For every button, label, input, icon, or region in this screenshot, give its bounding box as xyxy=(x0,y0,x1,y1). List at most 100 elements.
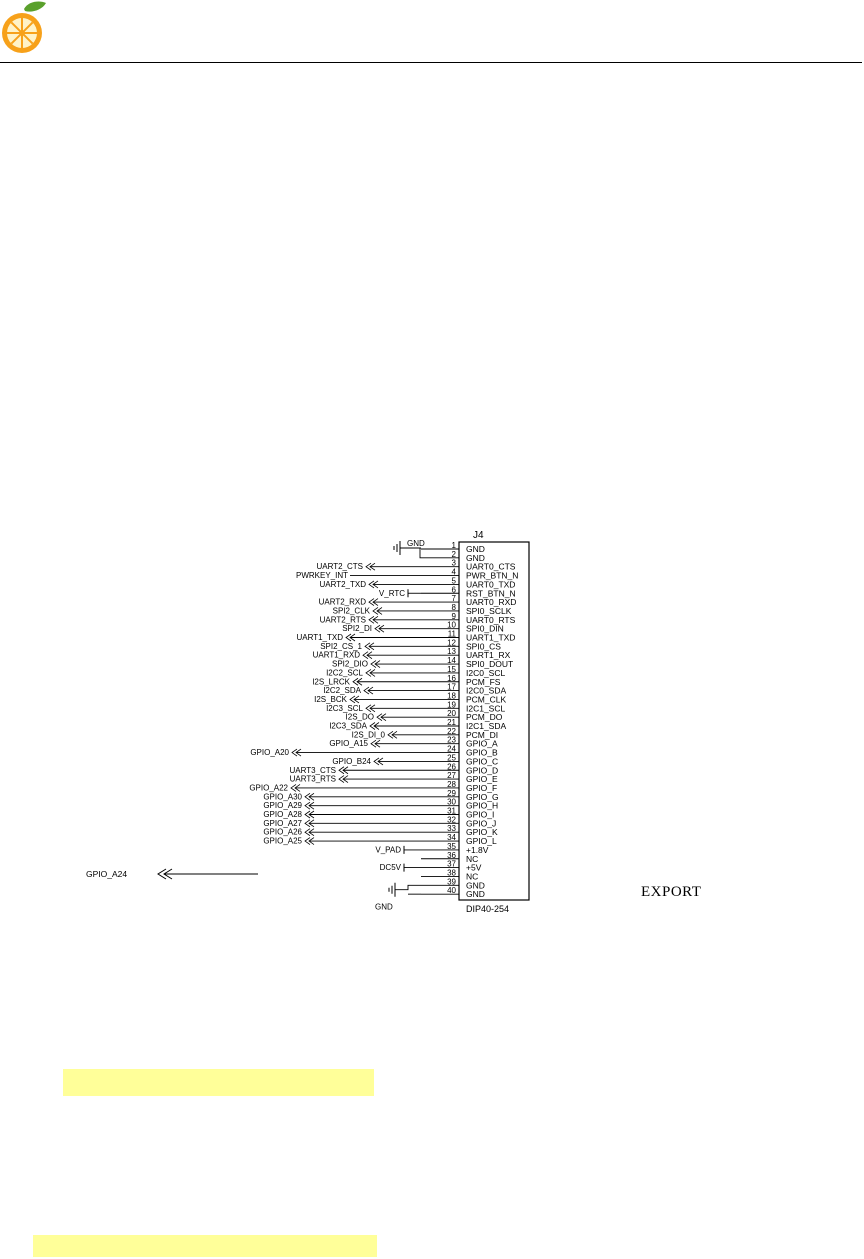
pin-number: 35 xyxy=(447,842,456,851)
pin-number: 22 xyxy=(447,727,456,736)
net-label: I2C2_SDA xyxy=(323,686,361,695)
pin-name: UART1_TXD xyxy=(466,633,515,643)
pin-name: +5V xyxy=(466,863,482,873)
net-label: GPIO_B24 xyxy=(332,757,371,766)
pin-number: 3 xyxy=(452,559,457,568)
pin-row: 23 GPIO_A xyxy=(421,736,498,749)
pin-number: 18 xyxy=(447,691,456,700)
pin-name: SPI0_DOUT xyxy=(466,659,513,669)
highlighted-text-bar xyxy=(63,1069,374,1096)
pin-name: I2C0_SDA xyxy=(466,686,506,696)
pin-row: 26 GPIO_D xyxy=(421,762,498,775)
pin-name: UART0_TXD xyxy=(466,579,515,589)
net-spi2-di: SPI2_DI xyxy=(342,624,421,633)
pin-number: 24 xyxy=(447,745,456,754)
connector-part-number: DIP40-254 xyxy=(466,904,509,914)
net-uart1-txd: UART1_TXD xyxy=(296,633,421,642)
net-gpio-a22: GPIO_A22 xyxy=(249,783,421,792)
net-label: I2S_DI_0 xyxy=(352,730,386,739)
net-label: V_PAD xyxy=(375,845,401,854)
pin-number: 19 xyxy=(447,700,456,709)
pin-name: PCM_DO xyxy=(466,712,503,722)
net-label: GPIO_A15 xyxy=(329,739,368,748)
net-label: I2C2_SCL xyxy=(326,668,363,677)
net-gpio-a15: GPIO_A15 xyxy=(329,739,421,748)
pin-number: 17 xyxy=(447,683,456,692)
pin-name: PCM_DI xyxy=(466,730,498,740)
pin-name: GPIO_H xyxy=(466,801,498,811)
pin-name: NC xyxy=(466,854,478,864)
net-label: I2S_DO xyxy=(346,713,374,722)
net-spi2-clk: SPI2_CLK xyxy=(333,606,421,615)
pin-name: PCM_CLK xyxy=(466,694,506,704)
net-label: GPIO_A20 xyxy=(250,748,289,757)
pin-number: 11 xyxy=(448,630,457,639)
net-label: I2C3_SDA xyxy=(329,722,367,731)
orange-slice-logo-icon xyxy=(2,1,46,53)
pin-name: GPIO_F xyxy=(466,783,497,793)
net-label: UART3_CTS xyxy=(289,766,336,775)
net-uart3-rts: UART3_RTS xyxy=(290,775,421,784)
pin-name: GND xyxy=(466,553,485,563)
net-label: UART1_RXD xyxy=(313,651,361,660)
net-label: UART2_RXD xyxy=(319,598,367,607)
pin-number: 26 xyxy=(447,762,456,771)
pin-number: 31 xyxy=(447,807,456,816)
pin-number: 23 xyxy=(447,736,456,745)
pin-number: 13 xyxy=(447,647,456,656)
net-i2s-bck: I2S_BCK xyxy=(314,695,421,704)
net-i2c3-sda: I2C3_SDA xyxy=(329,722,421,731)
net-label: GPIO_A22 xyxy=(249,783,288,792)
net-gpio-a27: GPIO_A27 xyxy=(263,819,421,828)
net-pwrkey-int: PWRKEY_INT xyxy=(296,571,421,580)
net-label: I2S_BCK xyxy=(314,695,348,704)
pin-name: GPIO_D xyxy=(466,765,498,775)
net-uart2-cts: UART2_CTS xyxy=(316,562,421,571)
pin-name: SPI0_CS xyxy=(466,641,501,651)
net-v-rtc: V_RTC xyxy=(379,589,421,598)
pin-name: UART0_RTS xyxy=(466,615,516,625)
net-label: UART2_RTS xyxy=(320,615,366,624)
pin-number: 39 xyxy=(447,877,456,886)
net-i2c2-sda: I2C2_SDA xyxy=(323,686,421,695)
net-label: GPIO_A28 xyxy=(263,810,302,819)
pin-number: 10 xyxy=(447,621,456,630)
pin-name: NC xyxy=(466,871,478,881)
header-rule xyxy=(0,62,862,63)
net-i2s-di-0: I2S_DI_0 xyxy=(352,730,421,739)
pin-row: 18 PCM_CLK xyxy=(421,691,506,704)
net-label: SPI2_CLK xyxy=(333,606,371,615)
pin-name: GPIO_C xyxy=(466,756,498,766)
net-label: I2S_LRCK xyxy=(312,677,350,686)
pin-name: GPIO_A xyxy=(466,739,498,749)
pin-number: 6 xyxy=(452,585,457,594)
net-gpio-a26: GPIO_A26 xyxy=(263,828,421,837)
pin-number: 21 xyxy=(447,718,456,727)
net-label: GPIO_A25 xyxy=(263,837,302,846)
pin-number: 9 xyxy=(452,612,457,621)
ground-symbol-icon xyxy=(388,882,396,897)
pin-number: 34 xyxy=(447,833,456,842)
pin-name: GND xyxy=(466,889,485,899)
net-label: GPIO_A26 xyxy=(263,828,302,837)
net-label: GPIO_A29 xyxy=(263,801,302,810)
pin-name: I2C0_SCL xyxy=(466,668,505,678)
